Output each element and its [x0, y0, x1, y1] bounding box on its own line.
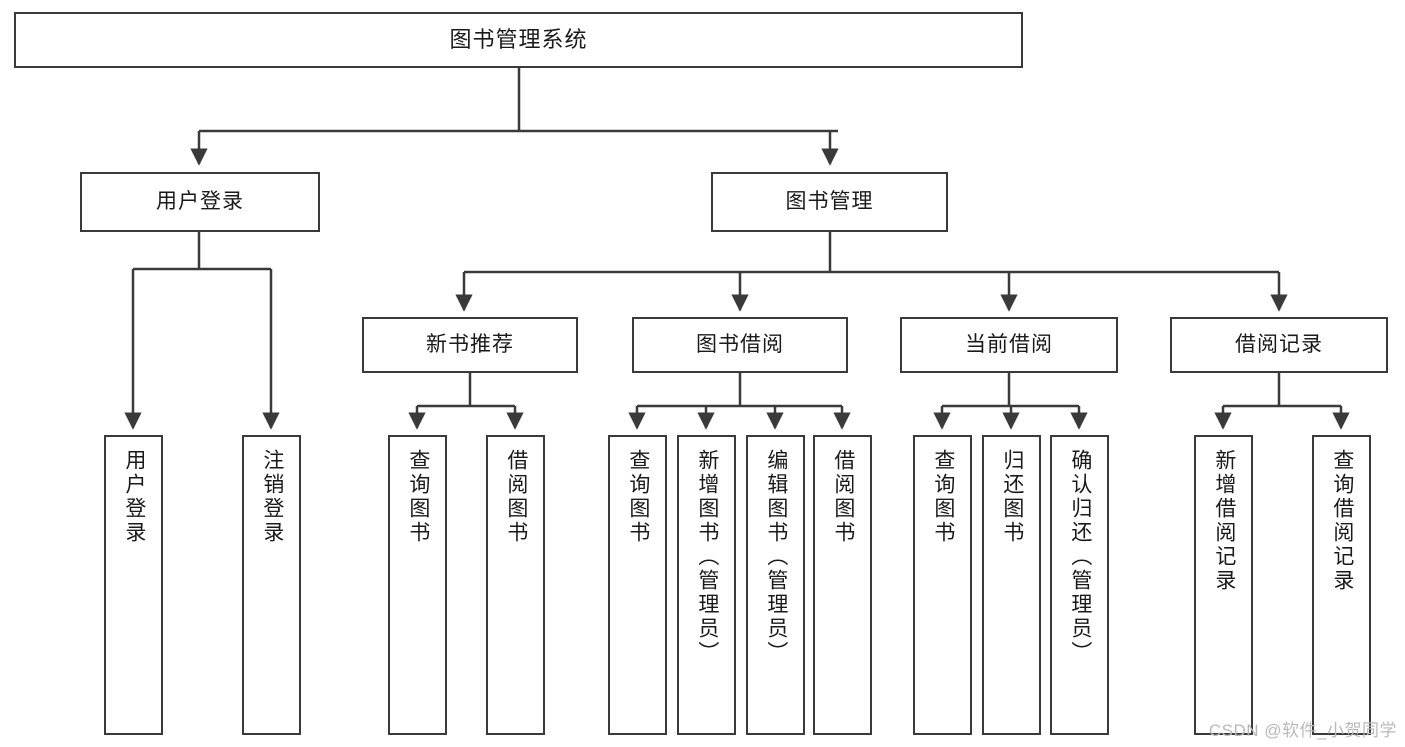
leaf-query-book-1-label: 查询图书	[406, 449, 430, 545]
leaf-query-record[interactable]: 查询借阅记录	[1312, 435, 1371, 735]
leaf-user-login[interactable]: 用户登录	[104, 435, 163, 735]
node-root-label: 图书管理系统	[449, 26, 588, 52]
leaf-borrow-book-1-label: 借阅图书	[504, 449, 528, 545]
node-book-borrow[interactable]: 图书借阅	[632, 317, 848, 373]
leaf-return-book[interactable]: 归还图书	[982, 435, 1041, 735]
leaf-return-book-label: 归还图书	[1000, 449, 1024, 545]
leaf-add-record[interactable]: 新增借阅记录	[1194, 435, 1253, 735]
leaf-logout-label: 注销登录	[260, 449, 284, 545]
node-borrow-record-label: 借阅记录	[1235, 333, 1323, 357]
leaf-query-book-3[interactable]: 查询图书	[913, 435, 972, 735]
leaf-add-book-label: 新增图书（管理员）	[695, 449, 719, 665]
leaf-add-book[interactable]: 新增图书（管理员）	[677, 435, 736, 735]
leaf-query-book-2-label: 查询图书	[626, 449, 650, 545]
node-new-book-recommend-label: 新书推荐	[426, 333, 514, 357]
leaf-confirm-return[interactable]: 确认归还（管理员）	[1050, 435, 1109, 735]
leaf-edit-book-label: 编辑图书（管理员）	[764, 449, 788, 665]
leaf-borrow-book-2[interactable]: 借阅图书	[813, 435, 872, 735]
leaf-borrow-book-2-label: 借阅图书	[831, 449, 855, 545]
leaf-confirm-return-label: 确认归还（管理员）	[1068, 449, 1092, 665]
node-current-borrow-label: 当前借阅	[965, 333, 1053, 357]
leaf-user-login-label: 用户登录	[122, 449, 146, 545]
leaf-query-book-1[interactable]: 查询图书	[388, 435, 447, 735]
node-user-login-label: 用户登录	[156, 190, 244, 214]
leaf-query-book-3-label: 查询图书	[931, 449, 955, 545]
leaf-add-record-label: 新增借阅记录	[1212, 449, 1236, 593]
watermark: CSDN @软件_小贺同学	[1208, 721, 1397, 740]
node-book-manage-label: 图书管理	[785, 190, 874, 214]
node-root[interactable]: 图书管理系统	[14, 12, 1023, 68]
node-book-borrow-label: 图书借阅	[696, 333, 784, 357]
leaf-query-book-2[interactable]: 查询图书	[608, 435, 667, 735]
leaf-logout[interactable]: 注销登录	[242, 435, 301, 735]
node-book-manage[interactable]: 图书管理	[711, 172, 948, 232]
node-borrow-record[interactable]: 借阅记录	[1170, 317, 1388, 373]
node-current-borrow[interactable]: 当前借阅	[900, 317, 1118, 373]
node-new-book-recommend[interactable]: 新书推荐	[362, 317, 578, 373]
node-user-login[interactable]: 用户登录	[80, 172, 320, 232]
leaf-edit-book[interactable]: 编辑图书（管理员）	[746, 435, 805, 735]
leaf-query-record-label: 查询借阅记录	[1330, 449, 1354, 593]
leaf-borrow-book-1[interactable]: 借阅图书	[486, 435, 545, 735]
